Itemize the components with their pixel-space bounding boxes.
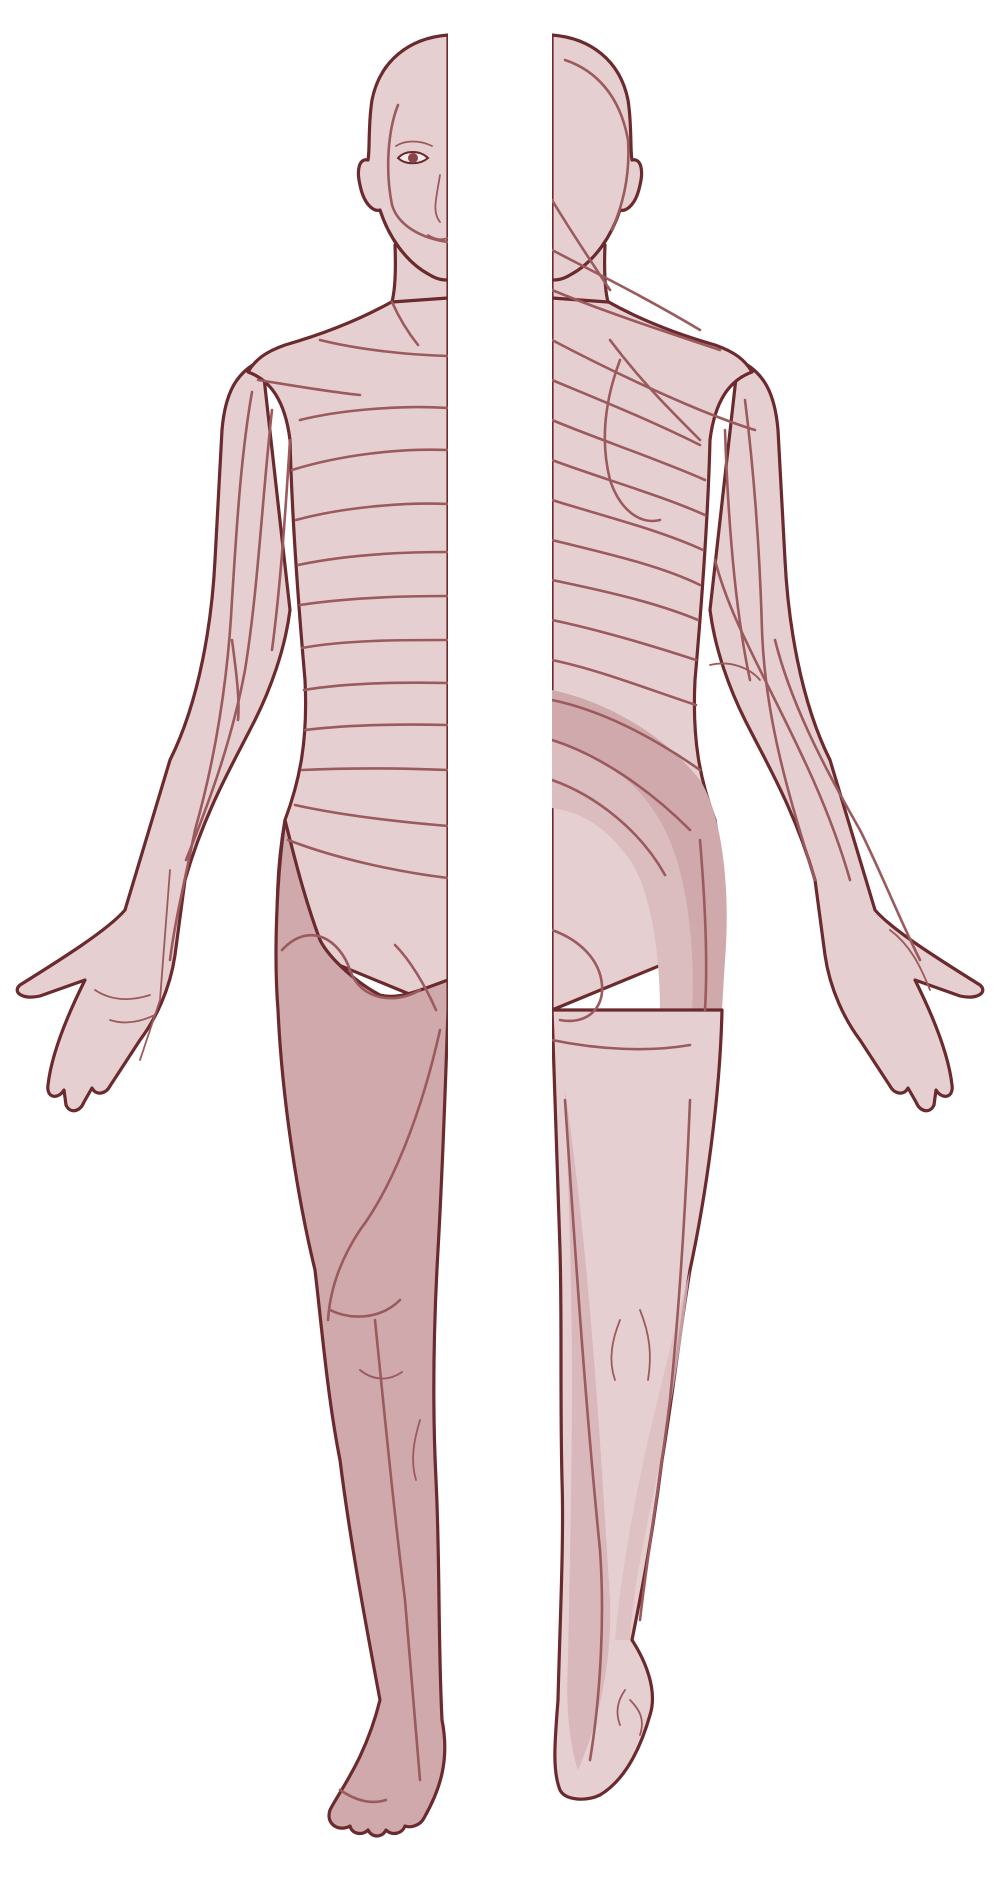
- anterior-arm: [15, 358, 292, 1113]
- posterior-head: [550, 33, 644, 282]
- posterior-calf-strip: [615, 1270, 690, 1640]
- posterior-sacral-band: [552, 690, 727, 1010]
- anterior-lower-body: [274, 818, 450, 1838]
- posterior-arm: [708, 358, 985, 1113]
- view-divider: [448, 0, 552, 1886]
- anterior-eye: [395, 140, 433, 165]
- anterior-view: [15, 33, 450, 1838]
- posterior-sacral-band-2: [552, 740, 693, 1010]
- posterior-view: [550, 33, 985, 1801]
- anterior-nose: [434, 174, 441, 223]
